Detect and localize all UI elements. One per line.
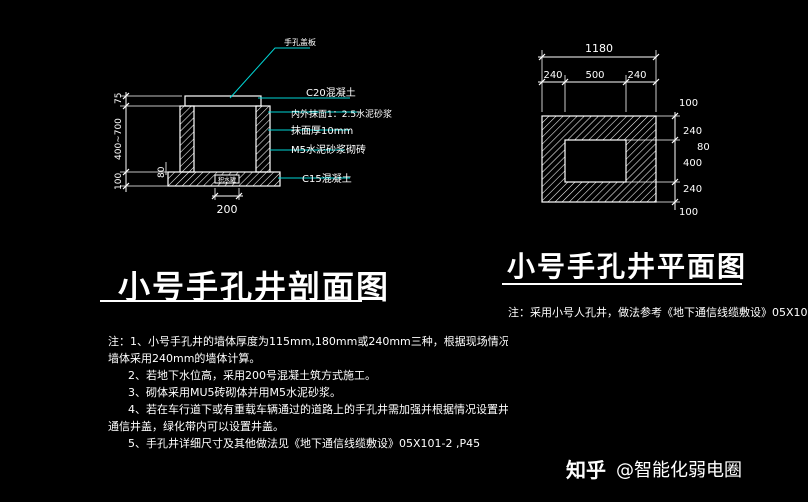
note-4b: 通信井盖，绿化带内可以设置井盖。 (108, 420, 284, 434)
callout-thickness: 抹面厚10mm (291, 124, 353, 137)
dim-200: 200 (217, 203, 238, 216)
note-1b: 墙体采用240mm的墙体计算。 (108, 352, 261, 366)
dim-100-left: 100 (114, 173, 124, 190)
note-5: 5、手孔井详细尺寸及其他做法见《地下通信线缆敷设》05X101-2 ,P45 (128, 437, 481, 451)
sump-pit (214, 174, 240, 184)
callout-m5: M5水泥砂浆砌砖 (291, 143, 366, 156)
notes-block: 注：1、小号手孔井的墙体厚度为115mm,180mm或240mm三种，根据现场情… (108, 333, 508, 452)
sump-label: 积水罐 (218, 176, 236, 184)
dim-100-bottom: 100 (679, 207, 698, 218)
callout-c15: C15混凝土 (302, 172, 352, 185)
dim-80-right: 80 (697, 142, 710, 153)
watermark-brand: 知乎 (566, 458, 606, 482)
note-3: 3、砌体采用MU5砖砌体并用M5水泥砂浆。 (128, 386, 342, 400)
callout-c20: C20混凝土 (306, 86, 356, 99)
dim-400: 400 (683, 158, 702, 169)
plan-view: 1180 240 500 240 100 240 80 400 240 100 (538, 42, 710, 218)
dim-1180: 1180 (585, 42, 613, 55)
note-1: 注：1、小号手孔井的墙体厚度为115mm,180mm或240mm三种，根据现场情… (108, 335, 508, 348)
dim-400-700: 400~700 (114, 118, 124, 160)
dim-75: 75 (114, 93, 124, 104)
plan-note: 注：采用小号人孔井，做法参考《地下通信线缆敷设》05X101-2 (508, 306, 808, 319)
watermark-author: @智能化弱电圈 (616, 459, 742, 481)
callout-cover: 手孔盖板 (284, 37, 316, 47)
plan-title: 小号手孔井平面图 (507, 250, 748, 283)
plan-title-underline (502, 283, 742, 285)
dim-240-left: 240 (543, 70, 562, 81)
callout-mortar: 内外抹面1：2.5水泥砂浆 (291, 108, 392, 120)
dim-240-top: 240 (683, 126, 702, 137)
note-2: 2、若地下水位高，采用200号混凝土筑方式施工。 (128, 369, 376, 383)
callout-leaders (229, 47, 360, 179)
section-title-underline (100, 300, 362, 302)
right-wall (255, 105, 271, 173)
dim-240-bottom: 240 (683, 184, 702, 195)
dim-240-right: 240 (627, 70, 646, 81)
plan-inner-opening (564, 139, 627, 183)
cover-slab (184, 95, 262, 107)
dim-100-top: 100 (679, 98, 698, 109)
dim-500: 500 (585, 70, 604, 81)
watermark: 知乎 @智能化弱电圈 (566, 454, 742, 483)
dim-80: 80 (157, 166, 167, 178)
note-4: 4、若在车行道下或有重载车辆通过的道路上的手孔井需加强并根据情况设置井盖，其它人… (128, 403, 508, 417)
section-title: 小号手孔井剖面图 (118, 268, 391, 306)
left-wall (179, 105, 195, 173)
section-view: 积水罐 75 400~700 100 80 200 (114, 37, 392, 216)
